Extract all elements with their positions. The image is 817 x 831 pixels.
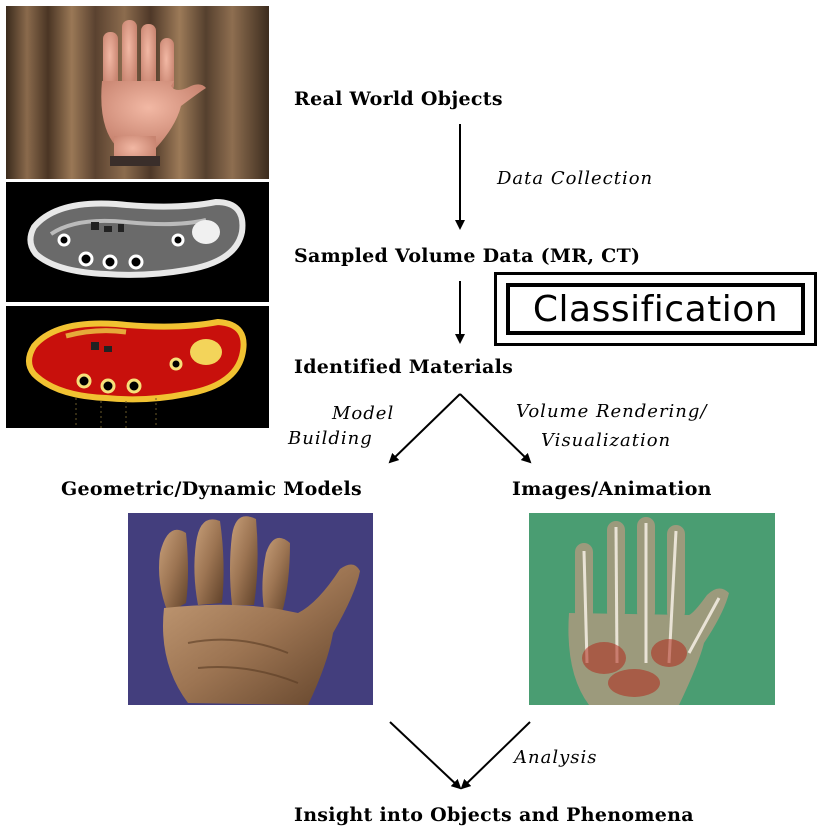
- arrow-analysis-right: [462, 722, 530, 788]
- arrow-model-building: [390, 394, 460, 462]
- arrow-analysis-left: [390, 722, 460, 788]
- arrow-volume-rendering: [460, 394, 530, 462]
